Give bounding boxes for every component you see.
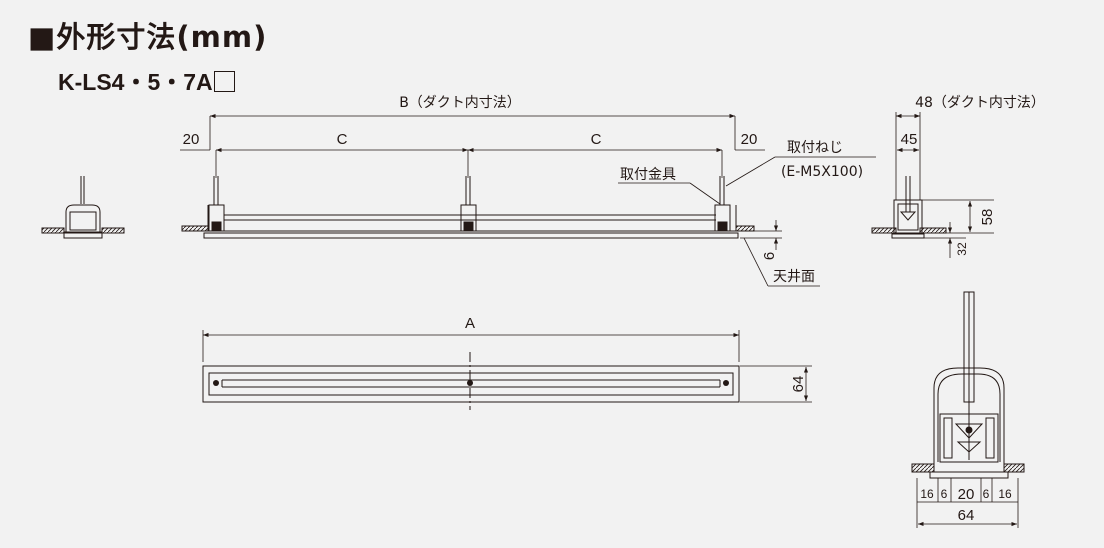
model-number: K-LS4・5・7A	[58, 63, 235, 97]
dim-chain-0: 16	[920, 487, 934, 501]
dim-48-label: 48（ダクト内寸法）	[915, 95, 1045, 111]
dim-chain-2: 20	[958, 486, 975, 503]
label-mounting-screw: 取付ねじ	[787, 140, 843, 156]
label-screw-spec: (E-M5X100)	[781, 164, 863, 180]
dim-chain-3: 6	[983, 487, 990, 501]
dim-chain-1: 6	[941, 487, 948, 501]
dim-c-right: C	[591, 131, 602, 148]
dim-45: 45	[901, 131, 918, 148]
dim-right-20: 20	[741, 131, 758, 148]
dim-total-64: 64	[958, 507, 975, 524]
dim-32: 32	[955, 242, 969, 256]
label-ceiling-surface: 天井面	[773, 269, 815, 285]
model-label: K-LS4・5・7A	[58, 69, 213, 95]
model-variant-box	[213, 71, 235, 92]
mini-end-view	[41, 176, 125, 239]
page-title: ■外形寸法(mm)	[28, 20, 268, 54]
plan-view: A 64	[202, 315, 812, 410]
dim-c-left: C	[337, 131, 348, 148]
dim-64-plan: 64	[790, 376, 807, 393]
side-view: 48（ダクト内寸法） 45 58 32	[871, 95, 1045, 258]
dim-6: 6	[761, 252, 778, 260]
dim-chain-4: 16	[998, 487, 1012, 501]
dim-left-20: 20	[183, 131, 200, 148]
dim-b-label: B（ダクト内寸法）	[399, 95, 521, 111]
section-view: 16 6 20 6 16 64	[911, 291, 1025, 528]
front-elevation: B（ダクト内寸法） 20 20 C C	[180, 95, 876, 287]
dim-58: 58	[979, 209, 996, 226]
label-mounting-bracket: 取付金具	[620, 167, 676, 183]
dim-a: A	[465, 315, 475, 332]
